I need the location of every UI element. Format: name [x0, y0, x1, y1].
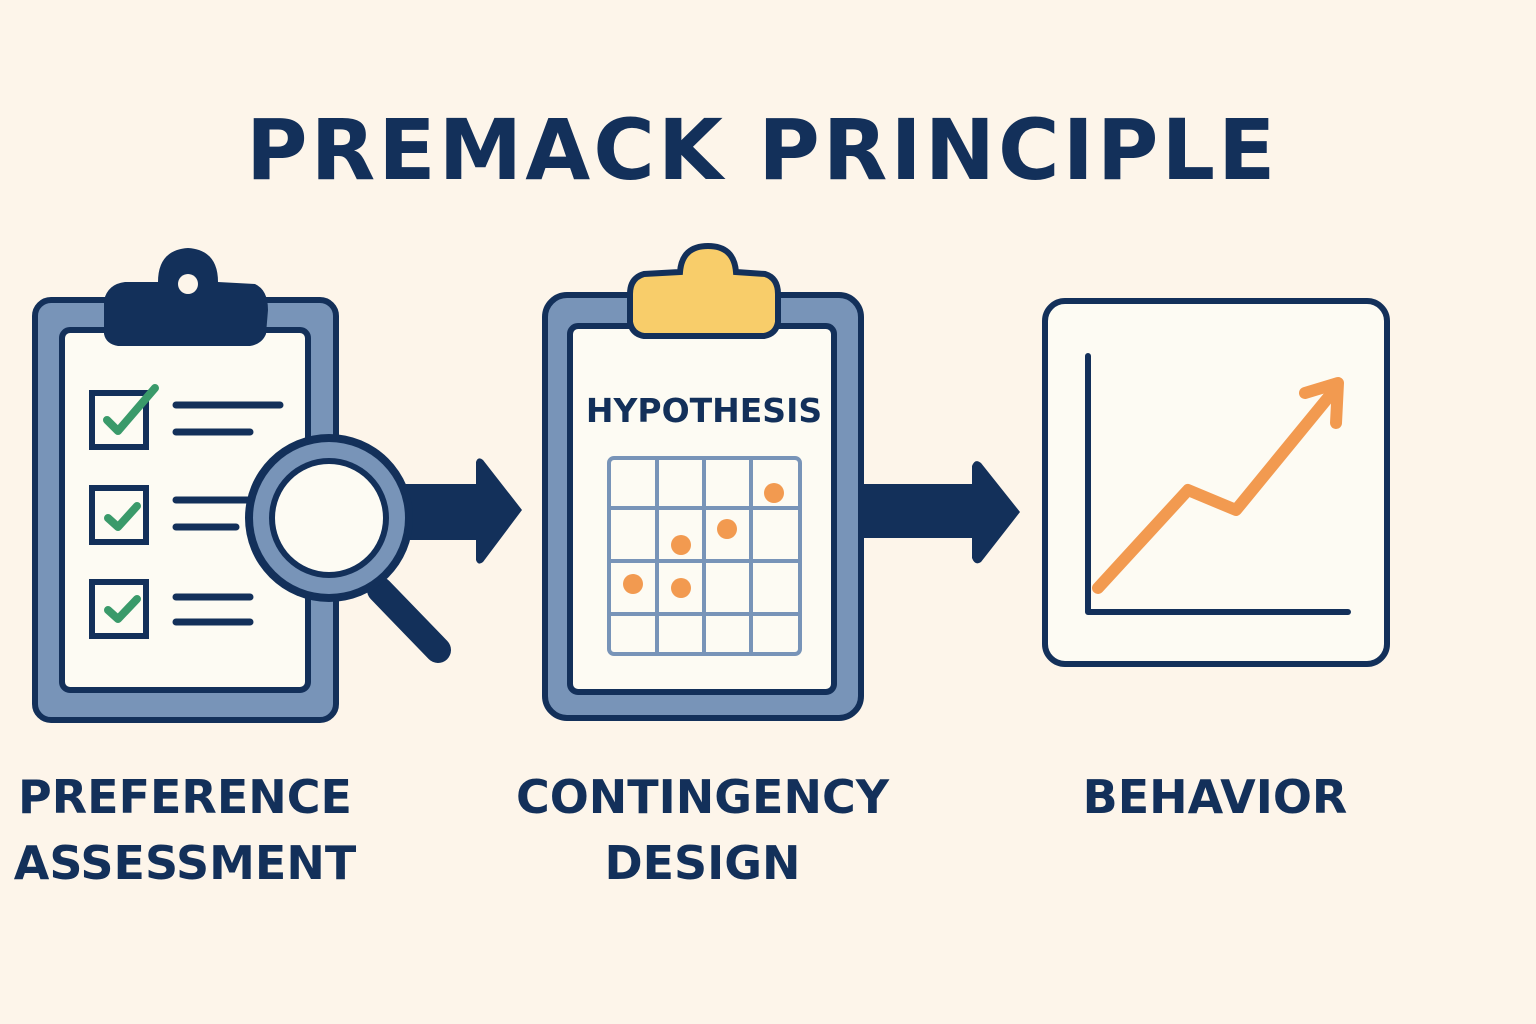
data-dot [623, 574, 643, 594]
clipboard-hypothesis-icon: HYPOTHESIS [542, 242, 864, 721]
checklist-item [89, 485, 254, 545]
right-arrow-icon [862, 461, 1020, 564]
label-line: CONTINGENCY [515, 770, 890, 824]
grid-dots [623, 483, 784, 598]
label-line: BEHAVIOR [1082, 770, 1348, 824]
label-line: PREFERENCE [18, 770, 352, 824]
step-label-preference-assessment: PREFERENCE ASSESSMENT [0, 764, 370, 896]
arrowhead [1299, 377, 1344, 429]
clipboard-heading: HYPOTHESIS [586, 391, 822, 430]
hypothesis-grid [607, 456, 802, 656]
data-dot [717, 519, 737, 539]
rising-chart-icon [1042, 298, 1390, 667]
checkmark-icon [103, 384, 159, 435]
data-dot [671, 535, 691, 555]
data-dot [764, 483, 784, 503]
data-dot [671, 578, 691, 598]
label-line: DESIGN [604, 836, 801, 890]
checklist-item [89, 579, 254, 639]
page-title: PREMACK PRINCIPLE [246, 101, 1279, 199]
step-label-contingency-design: CONTINGENCY DESIGN [500, 764, 905, 896]
right-arrow-icon [400, 458, 522, 564]
magnifier-icon [245, 434, 451, 663]
checkmark-icon [104, 502, 141, 531]
checklist-item [89, 384, 284, 450]
step-label-behavior: BEHAVIOR [1060, 764, 1370, 830]
trend-line [1092, 382, 1342, 594]
checkmark-icon [104, 595, 141, 623]
label-line: ASSESSMENT [13, 836, 357, 890]
